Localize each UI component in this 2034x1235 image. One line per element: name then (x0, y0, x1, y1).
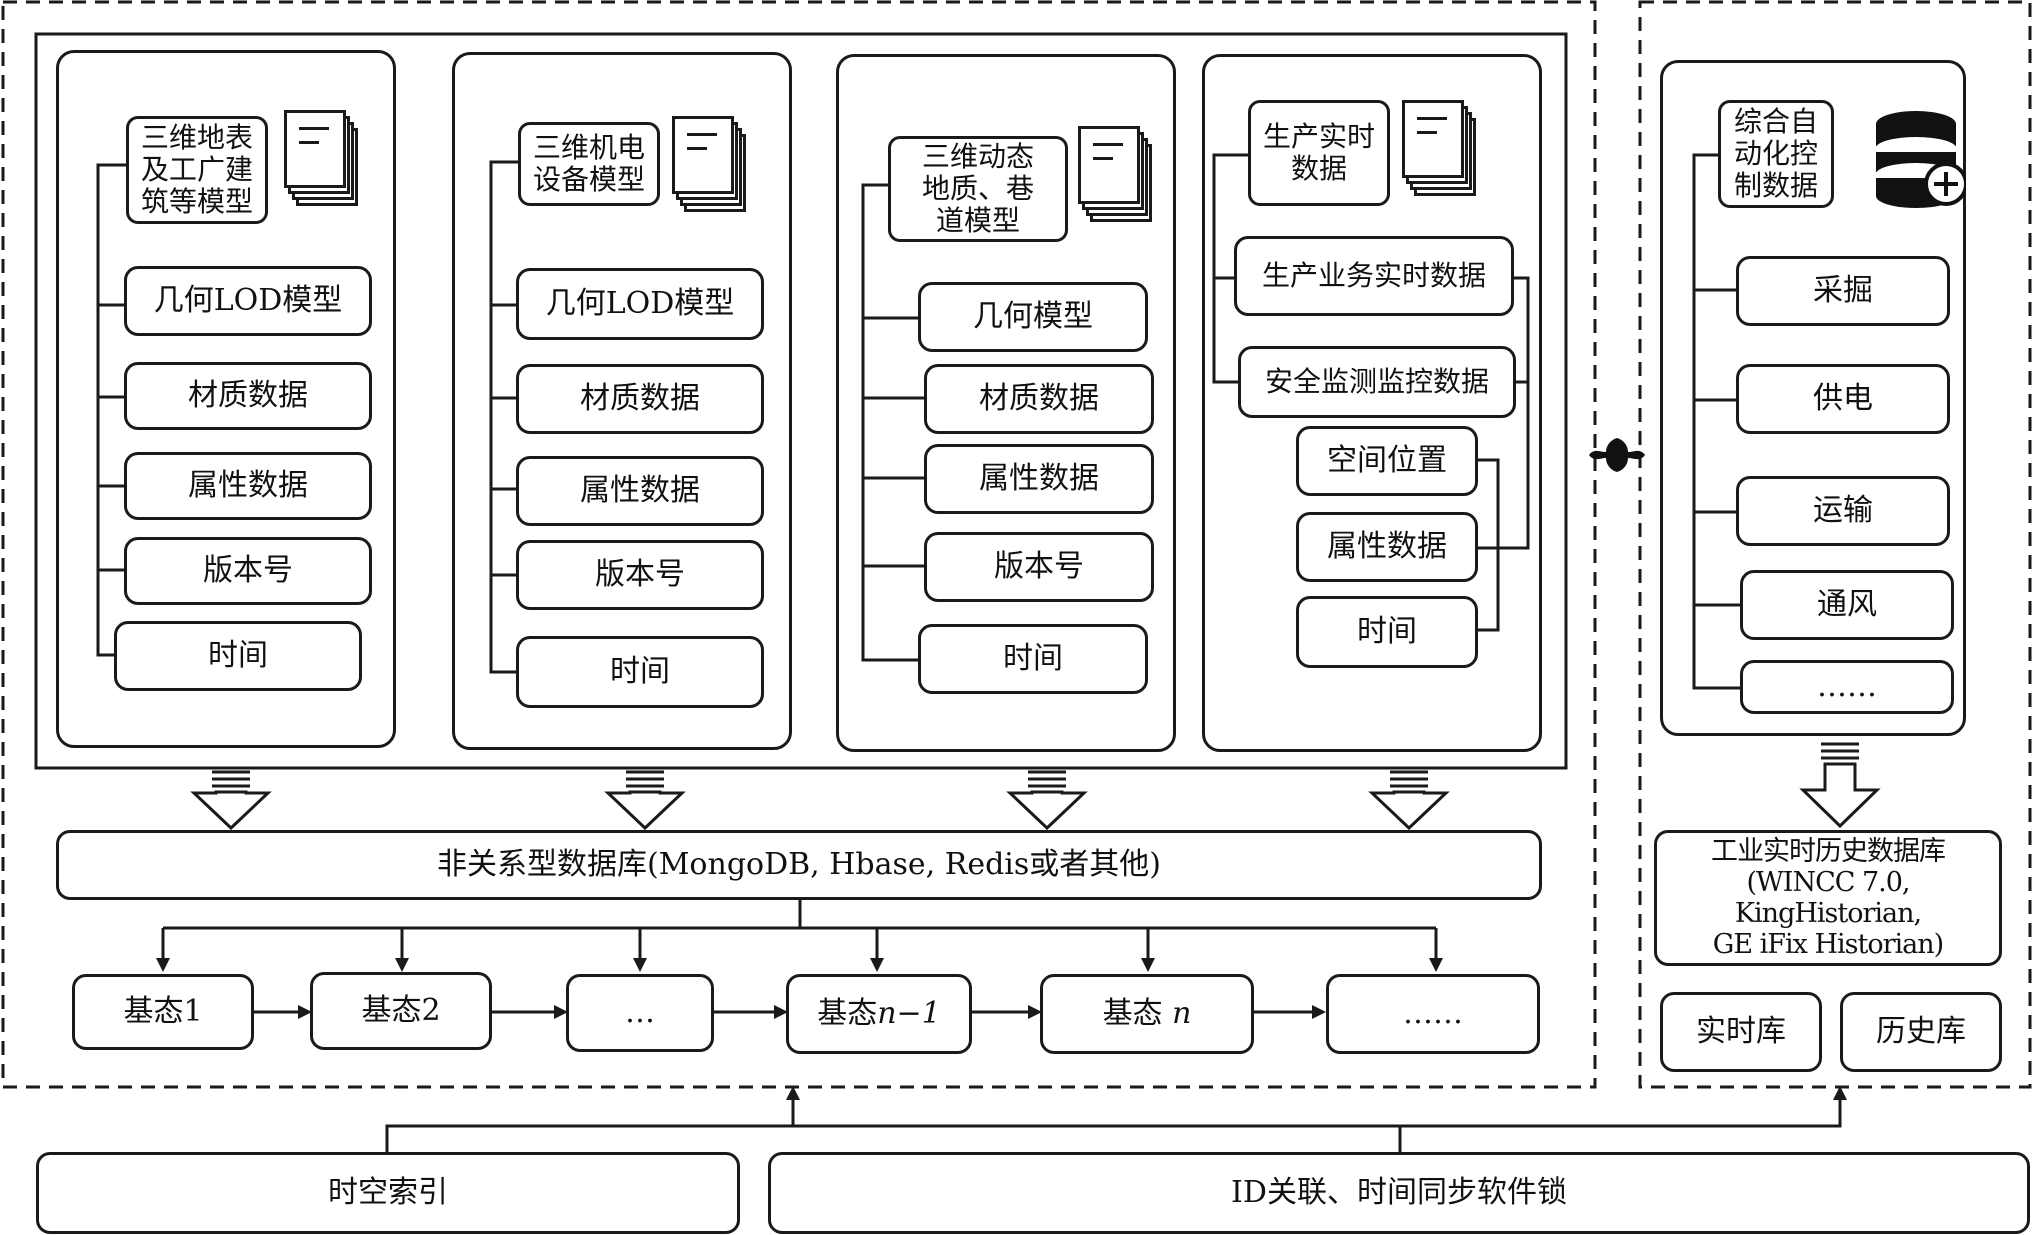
tree-lines-col2 (489, 160, 522, 674)
col2-item-5: 时间 (516, 636, 764, 708)
base-state-ellipsis: … (566, 974, 714, 1052)
automation-item-2: 供电 (1736, 364, 1950, 434)
col4-sub-item-2: 属性数据 (1296, 512, 1478, 582)
col2-item-2: 材质数据 (516, 364, 764, 434)
arrowheads (156, 958, 1443, 1019)
automation-title: 综合自 动化控 制数据 (1718, 100, 1834, 208)
col3-item-5: 时间 (918, 624, 1148, 694)
left-dashed-region (1, 0, 1597, 1089)
col1-item-3: 属性数据 (124, 452, 372, 520)
tree-lines-col4 (1212, 153, 1530, 632)
col4-item-2: 安全监测监控数据 (1238, 346, 1516, 418)
col3-item-4: 版本号 (924, 532, 1154, 602)
base-state-n-minus-1-suffix: n−1 (877, 995, 941, 1031)
panel-geology-models (836, 54, 1176, 752)
col1-item-4: 版本号 (124, 537, 372, 605)
nosql-database: 非关系型数据库(MongoDB, Hbase, Redis或者其他) (56, 830, 1542, 900)
panel-surface-models (56, 50, 396, 748)
right-dashed-region (1638, 0, 2032, 1089)
state-branch-lines (161, 899, 1438, 1014)
col4-sub-item-1: 空间位置 (1296, 426, 1478, 496)
down-arrows (190, 742, 1881, 831)
plus-icon (1589, 438, 1645, 472)
base-state-ellipsis-label: … (625, 994, 655, 1030)
down-arrow-2 (604, 770, 686, 831)
base-state-more: …… (1326, 974, 1540, 1054)
document-stack-icon (284, 110, 362, 206)
realtime-database: 实时库 (1660, 992, 1822, 1072)
history-database: 历史库 (1840, 992, 2002, 1072)
down-arrow-3 (1006, 770, 1088, 831)
document-stack-icon (1402, 100, 1480, 196)
down-arrow-4 (1368, 770, 1450, 831)
down-arrow-5 (1799, 742, 1881, 829)
col2-item-3: 属性数据 (516, 456, 764, 526)
base-state-2: 基态2 (310, 972, 492, 1050)
tree-lines-automation (1692, 153, 1744, 690)
col1-item-2: 材质数据 (124, 362, 372, 430)
col4-item-1: 生产业务实时数据 (1234, 236, 1514, 316)
document-stack-icon (672, 116, 750, 212)
base-state-1: 基态1 (72, 974, 254, 1050)
base-state-n-label: 基态 (1102, 995, 1163, 1031)
col2-title: 三维机电 设备模型 (518, 122, 660, 206)
document-stack-icon (1078, 126, 1156, 222)
col1-title: 三维地表 及工广建 筑等模型 (126, 116, 268, 224)
panel-equipment-models (452, 52, 792, 750)
panel-production-data (1202, 54, 1542, 752)
col4-title: 生产实时 数据 (1248, 100, 1390, 206)
col2-item-1: 几何LOD模型 (516, 268, 764, 340)
base-state-1-label: 基态1 (123, 993, 203, 1029)
col3-item-3: 属性数据 (924, 444, 1154, 514)
models-container (34, 32, 1568, 770)
base-state-more-label: …… (1403, 995, 1463, 1031)
id-association-lock: ID关联、时间同步软件锁 (768, 1152, 2030, 1234)
panel-automation-data (1660, 60, 1966, 736)
automation-item-4: 通风 (1740, 570, 1954, 640)
spatiotemporal-index: 时空索引 (36, 1152, 740, 1234)
col1-item-5: 时间 (114, 621, 362, 691)
automation-item-3: 运输 (1736, 476, 1950, 546)
tree-lines-col1 (96, 163, 128, 657)
base-state-n-suffix: n (1172, 995, 1192, 1031)
tree-lines-col3 (861, 183, 926, 662)
col4-sub-item-3: 时间 (1296, 596, 1478, 668)
base-state-n-minus-1-label: 基态 (817, 995, 878, 1031)
col3-item-1: 几何模型 (918, 282, 1148, 352)
bottom-connectors (385, 1098, 1842, 1155)
col1-item-1: 几何LOD模型 (124, 266, 372, 336)
bottom-arrowheads (786, 1086, 1847, 1100)
col2-item-4: 版本号 (516, 540, 764, 610)
base-state-n: 基态 n (1040, 974, 1254, 1054)
database-add-icon (1876, 110, 1968, 210)
col3-title: 三维动态 地质、巷 道模型 (888, 136, 1068, 242)
industrial-database: 工业实时历史数据库 (WINCC 7.0, KingHistorian, GE … (1654, 830, 2002, 966)
col3-item-2: 材质数据 (924, 364, 1154, 434)
automation-item-1: 采掘 (1736, 256, 1950, 326)
automation-item-5: …… (1740, 660, 1954, 714)
down-arrow-1 (190, 770, 272, 831)
base-state-2-label: 基态2 (361, 992, 441, 1028)
